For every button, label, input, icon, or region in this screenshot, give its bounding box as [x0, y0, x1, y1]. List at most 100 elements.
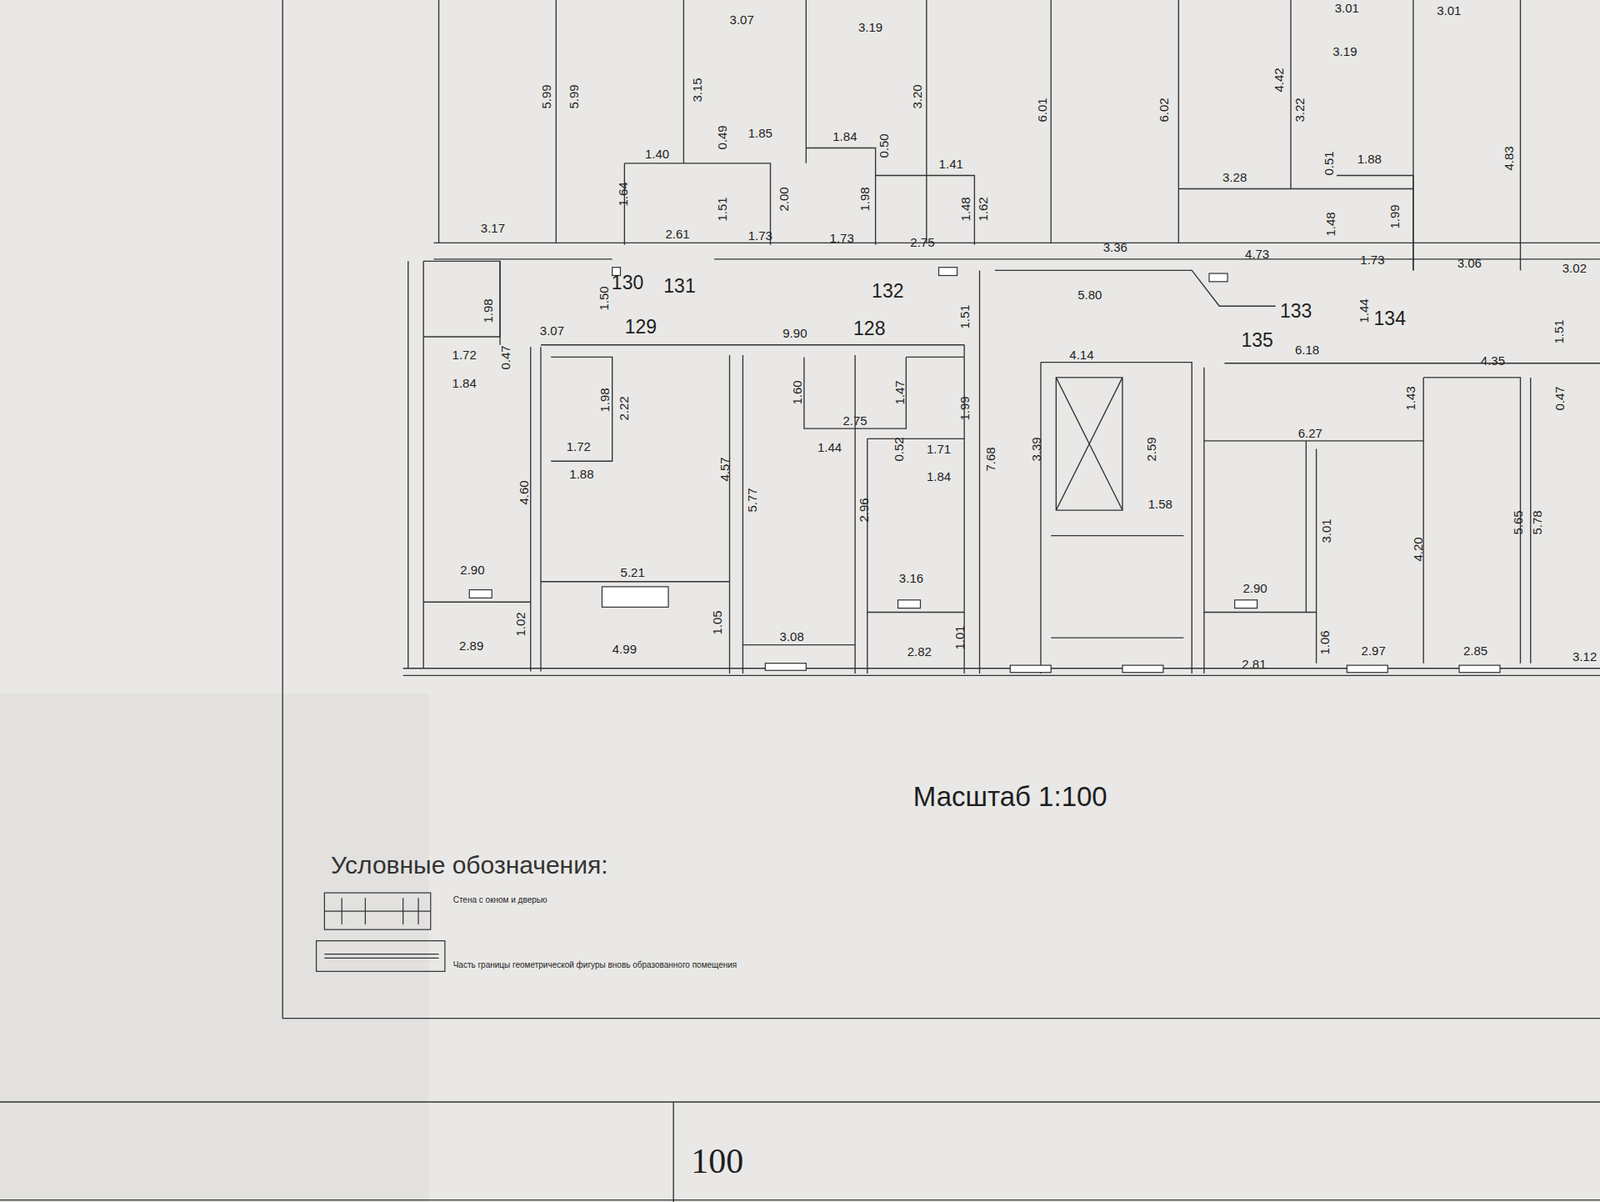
dimension-label: 3.01: [1436, 4, 1461, 17]
dimension-label: 2.75: [910, 235, 935, 249]
legend-text: Стена с окном и дверью: [453, 895, 548, 905]
dimension-label: 1.58: [1148, 496, 1173, 510]
dimension-label: 2.89: [459, 638, 484, 651]
dimension-label: 3.01: [1319, 518, 1332, 543]
dimension-label: 4.35: [1480, 354, 1505, 367]
scale-note: Масштаб 1:100: [913, 782, 1108, 810]
dimension-label: 3.02: [1562, 260, 1587, 274]
dimension-label: 4.99: [612, 641, 637, 655]
dimension-label: 1.64: [615, 181, 629, 206]
room-number: 133: [1280, 301, 1312, 321]
dimension-label: 2.59: [1145, 436, 1158, 461]
dimension-label: 4.60: [517, 480, 530, 505]
dimension-label: 1.44: [817, 440, 842, 454]
dimension-label: 1.85: [748, 126, 773, 140]
dimension-label: 5.78: [1530, 510, 1544, 535]
dimension-label: 3.16: [899, 571, 924, 585]
dimension-label: 0.51: [1322, 150, 1335, 175]
dimension-label: 6.02: [1156, 98, 1170, 123]
dimension-label: 0.52: [891, 436, 905, 461]
dimension-label: 2.96: [856, 498, 870, 523]
dimension-label: 0.47: [499, 345, 512, 370]
dimension-label: 4.20: [1410, 536, 1424, 561]
dimension-label: 3.19: [858, 20, 883, 33]
dimension-label: 4.57: [718, 457, 731, 482]
dimension-label: 3.36: [1103, 240, 1128, 254]
dimension-label: 1.44: [1356, 299, 1370, 324]
page-number: 100: [690, 1143, 744, 1179]
dimension-label: 1.71: [926, 441, 951, 455]
dimension-label: 3.17: [480, 221, 505, 235]
dimension-label: 1.06: [1318, 630, 1331, 655]
dimension-label: 0.47: [1553, 385, 1566, 410]
dimension-label: 1.43: [1404, 385, 1417, 410]
dimension-label: 1.41: [939, 156, 964, 170]
dimension-label: 1.02: [514, 612, 527, 637]
dimension-label: 1.88: [569, 467, 594, 480]
dimension-label: 1.73: [830, 231, 855, 245]
dimension-label: 0.50: [877, 133, 890, 158]
dimension-label: 4.83: [1501, 145, 1515, 170]
dimension-label: 2.82: [907, 645, 932, 658]
dimension-label: 5.99: [540, 85, 553, 110]
dimension-label: 2.90: [460, 563, 485, 576]
dimension-label: 1.51: [958, 304, 971, 329]
dimension-label: 9.90: [782, 326, 807, 340]
dimension-label: 1.84: [832, 129, 857, 142]
dimension-label: 3.19: [1332, 45, 1357, 58]
dimension-label: 1.84: [926, 469, 951, 482]
dimension-label: 2.75: [843, 414, 868, 427]
dimension-label: 4.73: [1245, 246, 1270, 260]
dimension-label: 2.61: [665, 227, 690, 240]
dimension-label: 1.72: [566, 440, 591, 453]
dimension-label: 7.68: [983, 446, 996, 471]
dimension-label: 3.12: [1572, 650, 1597, 663]
dimension-label: 5.99: [567, 85, 580, 110]
room-number: 132: [871, 280, 904, 300]
dimension-label: 6.18: [1295, 342, 1320, 355]
dimension-label: 1.60: [790, 380, 804, 405]
dimension-label: 2.81: [1241, 656, 1266, 670]
dimension-label: 6.27: [1298, 426, 1323, 440]
dimension-label: 4.42: [1272, 67, 1285, 92]
dimension-label: 1.72: [452, 347, 477, 360]
dimension-label: 2.85: [1463, 644, 1488, 657]
dimension-label: 5.77: [745, 487, 759, 512]
dimension-label: 1.73: [1360, 253, 1385, 266]
dimension-label: 3.15: [690, 77, 704, 102]
dimension-label: 3.20: [910, 85, 923, 110]
dimension-label: 3.28: [1222, 170, 1247, 183]
legend-text: Часть границы геометрической фигуры внов…: [453, 960, 738, 970]
dimension-label: 1.51: [1551, 319, 1565, 344]
dimension-label: 4.14: [1069, 347, 1094, 360]
dimension-label: 3.01: [1335, 0, 1360, 14]
dimension-label: 6.01: [1035, 98, 1049, 123]
dimension-label: 2.00: [777, 186, 790, 211]
dimension-label: 1.50: [596, 285, 610, 310]
dimension-label: 1.98: [597, 387, 610, 412]
dimension-label: 5.65: [1510, 510, 1524, 535]
room-number: 135: [1240, 330, 1273, 350]
dimension-label: 1.99: [1387, 204, 1400, 229]
dimension-label: 3.22: [1292, 98, 1305, 123]
dimension-label: 1.40: [645, 146, 670, 160]
dimension-label: 5.80: [1077, 287, 1102, 300]
dimension-label: 3.39: [1029, 436, 1042, 461]
dimension-label: 1.98: [858, 186, 871, 211]
dimension-label: 5.21: [620, 565, 645, 578]
dimension-label: 1.01: [953, 625, 966, 650]
legend-heading: Условные обозначения:: [330, 852, 608, 878]
dimension-label: 1.99: [958, 395, 971, 420]
room-number: 128: [853, 319, 885, 339]
dimension-label: 1.48: [1323, 212, 1336, 237]
dimension-label: 1.51: [715, 196, 728, 221]
dimension-label: 3.07: [540, 323, 565, 336]
dimension-label: 1.05: [710, 610, 723, 635]
dimension-label: 2.97: [1361, 644, 1386, 657]
dimension-label: 3.06: [1457, 255, 1482, 269]
dimension-label: 2.90: [1243, 581, 1268, 595]
room-number: 129: [625, 316, 657, 336]
dimension-label: 3.07: [730, 13, 755, 26]
